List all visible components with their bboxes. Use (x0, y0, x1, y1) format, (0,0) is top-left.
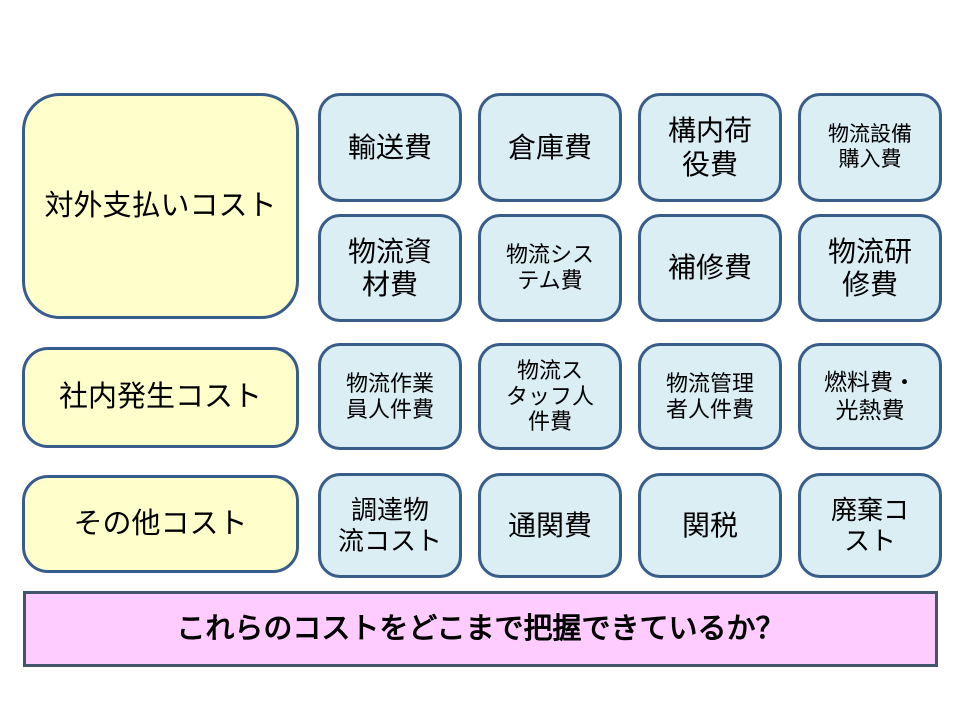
cost-box-logistics-system: 物流シス テム費 (478, 214, 622, 322)
cost-label: 補修費 (667, 252, 752, 284)
cost-box-transport: 輸送費 (318, 93, 462, 202)
cost-label: 物流ス タッフ人 件費 (505, 357, 594, 435)
cost-label: 物流作業 員人件費 (345, 370, 434, 422)
cost-box-disposal: 廃棄コ スト (798, 473, 942, 578)
cost-box-worker-labor: 物流作業 員人件費 (318, 343, 462, 450)
cost-label: 倉庫費 (507, 131, 592, 163)
cost-label: 構内荷 役費 (667, 115, 752, 180)
banner-text: これらのコストをどこまで把握できているか？ (176, 612, 785, 645)
cost-label: 物流管理 者人件費 (665, 370, 754, 422)
cost-box-logistics-training: 物流研 修費 (798, 214, 942, 322)
cost-box-manager-labor: 物流管理 者人件費 (638, 343, 782, 450)
cost-label: 物流シス テム費 (505, 242, 594, 293)
cost-label: 物流資 材費 (347, 235, 432, 300)
cost-label: 廃棄コ スト (830, 494, 909, 556)
cost-box-equipment-purchase: 物流設備 購入費 (798, 93, 942, 202)
cost-box-logistics-materials: 物流資 材費 (318, 214, 462, 322)
cost-box-customs-clearance: 通関費 (478, 473, 622, 578)
cost-label: 関税 (681, 509, 738, 541)
category-box-internal-costs: 社内発生コスト (22, 347, 299, 448)
cost-label: 通関費 (507, 509, 592, 541)
cost-label: 物流研 修費 (827, 235, 912, 300)
cost-label: 物流設備 購入費 (828, 122, 912, 171)
cost-box-yard-handling: 構内荷 役費 (638, 93, 782, 202)
cost-label: 輸送費 (347, 131, 432, 163)
banner-question: これらのコストをどこまで把握できているか？ (23, 591, 938, 667)
cost-box-tariff: 関税 (638, 473, 782, 578)
cost-box-procurement-logistics: 調達物 流コスト (318, 473, 462, 578)
cost-box-staff-labor: 物流ス タッフ人 件費 (478, 343, 622, 450)
category-box-external-payment-costs: 対外支払いコスト (22, 93, 299, 319)
cost-label: 燃料費・ 光熱費 (824, 369, 916, 423)
cost-box-warehouse: 倉庫費 (478, 93, 622, 202)
cost-label: 調達物 流コスト (337, 494, 442, 556)
category-label: その他コスト (73, 507, 248, 540)
category-label: 社内発生コスト (58, 381, 262, 414)
category-label: 対外支払いコスト (44, 189, 277, 222)
category-box-other-costs: その他コスト (22, 475, 299, 573)
cost-box-fuel-utilities: 燃料費・ 光熱費 (798, 343, 942, 450)
cost-box-repair: 補修費 (638, 214, 782, 322)
